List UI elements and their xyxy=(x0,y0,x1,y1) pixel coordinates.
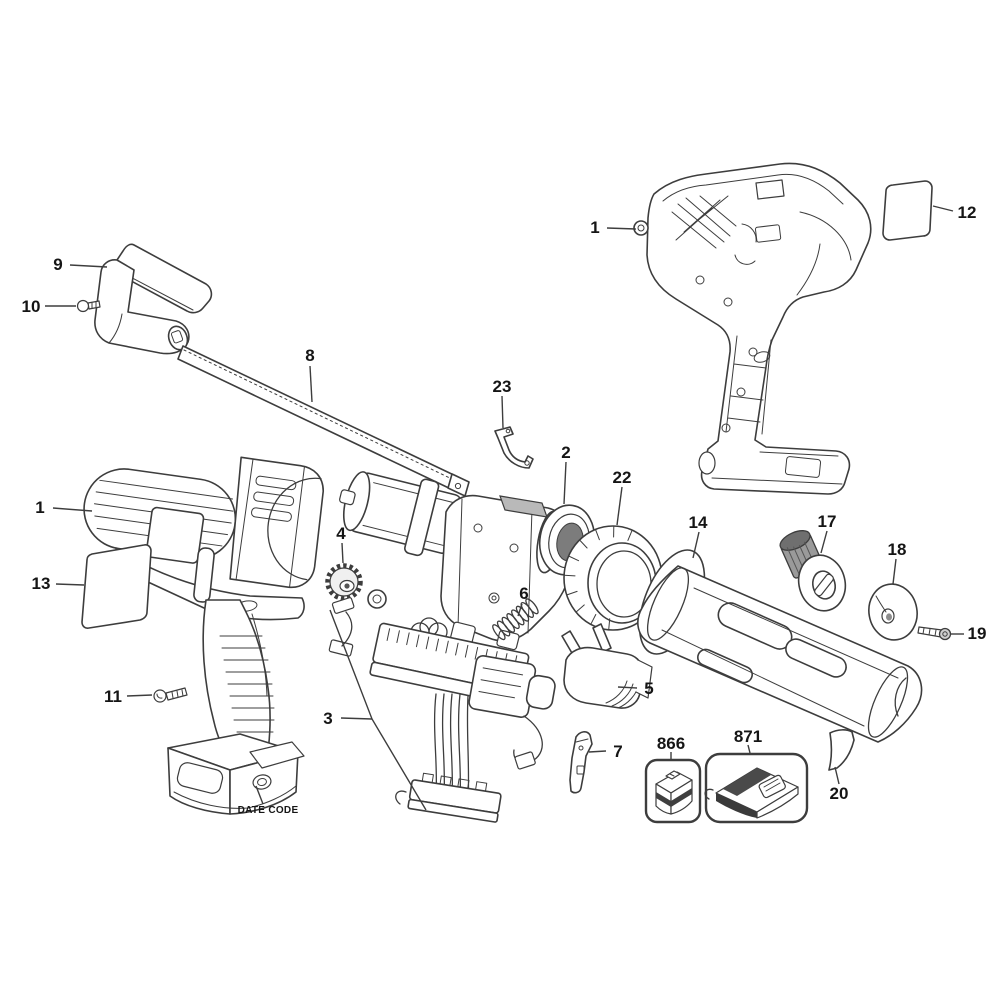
charger-option-box xyxy=(704,752,809,824)
callout-5: 5 xyxy=(617,679,654,698)
callout-13: 13 xyxy=(32,574,85,593)
callout-1-right-label: 1 xyxy=(590,218,599,237)
callout-14: 14 xyxy=(689,513,708,559)
drive-gear-drawing xyxy=(325,563,363,601)
wire-clip-drawing xyxy=(494,426,534,469)
callout-18: 18 xyxy=(888,540,907,585)
callout-11: 11 xyxy=(104,687,153,706)
callout-7: 7 xyxy=(588,742,623,761)
housing-half-drawing xyxy=(633,162,872,495)
callout-20-label: 20 xyxy=(830,784,849,803)
callout-12-label: 12 xyxy=(958,203,977,222)
callout-4-label: 4 xyxy=(336,524,346,543)
callout-1-left: 1 xyxy=(35,498,93,517)
caulk-gun-drawing xyxy=(83,456,325,815)
callout-2: 2 xyxy=(561,443,571,505)
date-code-annotation: DATE CODE xyxy=(238,785,299,816)
bushing-drawing xyxy=(779,530,847,612)
callout-871-label: 871 xyxy=(734,727,762,746)
callout-4: 4 xyxy=(336,524,346,564)
collar-ring-drawing xyxy=(563,525,663,631)
callout-17: 17 xyxy=(818,512,837,554)
shim-drawing xyxy=(828,729,855,771)
callout-866-label: 866 xyxy=(657,734,685,753)
motor-gearbox-drawing xyxy=(339,471,596,651)
callout-3-label: 3 xyxy=(323,709,332,728)
battery-option-box xyxy=(644,758,702,824)
callout-10: 10 xyxy=(22,297,76,316)
date-code-label: DATE CODE xyxy=(238,805,299,816)
callout-19-label: 19 xyxy=(968,624,987,643)
latch-drawing xyxy=(569,731,593,794)
callout-22: 22 xyxy=(613,468,632,526)
callout-2-label: 2 xyxy=(561,443,570,462)
callout-19: 19 xyxy=(951,624,986,643)
callout-7-label: 7 xyxy=(613,742,622,761)
callout-22-label: 22 xyxy=(613,468,632,487)
callout-8-label: 8 xyxy=(305,346,314,365)
callout-6-label: 6 xyxy=(519,584,528,603)
callout-20: 20 xyxy=(830,766,849,803)
push-rod-drawing xyxy=(177,345,470,497)
callout-14-label: 14 xyxy=(689,513,708,532)
hook-screw-drawing xyxy=(76,299,101,313)
disc-screw-drawing xyxy=(917,626,952,641)
id-label-drawing xyxy=(81,544,152,629)
plunger-disc-drawing xyxy=(868,583,918,641)
callout-23-label: 23 xyxy=(493,377,512,396)
callout-1-left-label: 1 xyxy=(35,498,44,517)
callout-9-label: 9 xyxy=(53,255,62,274)
callout-5-label: 5 xyxy=(644,679,653,698)
trigger-drawing xyxy=(561,623,653,709)
callout-866: 866 xyxy=(657,734,685,759)
handle-screw-drawing xyxy=(153,687,188,703)
cradle-drawing xyxy=(637,549,923,743)
callout-3: 3 xyxy=(323,609,427,811)
spring-drawing xyxy=(492,598,539,641)
callout-17-label: 17 xyxy=(818,512,837,531)
callout-871: 871 xyxy=(734,727,762,754)
callout-1-right: 1 xyxy=(590,218,637,237)
battery-pack-drawing xyxy=(167,733,305,815)
housing-screw-drawing xyxy=(633,220,649,236)
wiring-harness-drawing xyxy=(328,589,556,823)
callout-13-label: 13 xyxy=(32,574,51,593)
callout-11-label: 11 xyxy=(104,687,122,706)
callout-10-label: 10 xyxy=(22,297,41,316)
callout-18-label: 18 xyxy=(888,540,907,559)
warning-label-drawing xyxy=(882,180,933,241)
callout-8: 8 xyxy=(305,346,315,403)
callout-23: 23 xyxy=(493,377,512,429)
callout-12: 12 xyxy=(932,203,977,222)
hanger-hook-drawing xyxy=(94,243,213,355)
callout-6: 6 xyxy=(517,584,529,617)
callout-9: 9 xyxy=(53,255,108,274)
